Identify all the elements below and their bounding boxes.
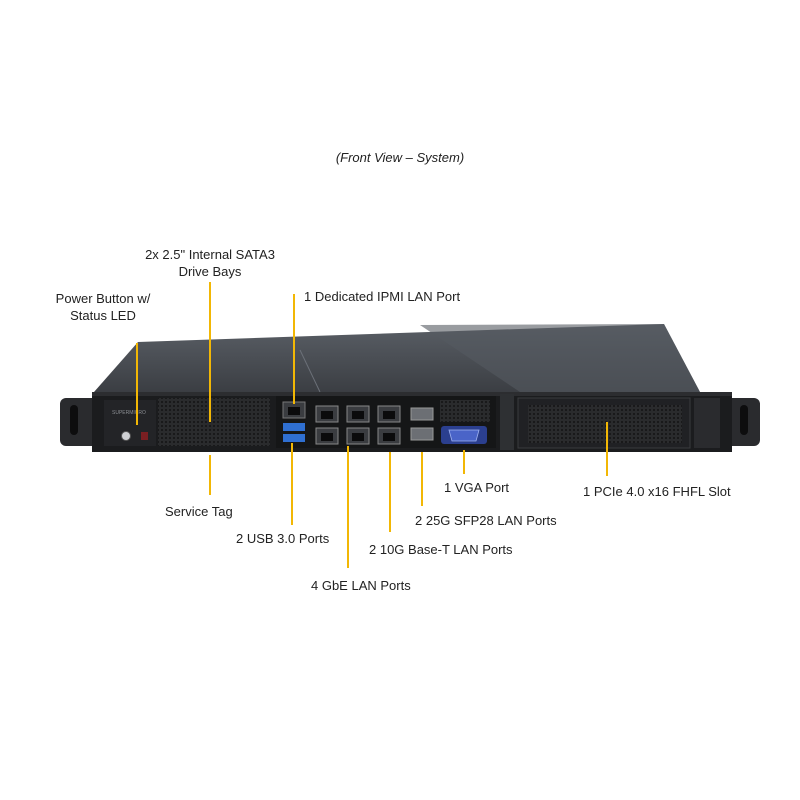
label-pcie-slot: 1 PCIe 4.0 x16 FHFL Slot	[583, 484, 731, 499]
label-gbe-ports: 4 GbE LAN Ports	[311, 578, 411, 593]
vga-port	[448, 429, 480, 442]
label-10g-ports: 2 10G Base-T LAN Ports	[369, 542, 513, 557]
rj45-port-grid	[315, 405, 401, 445]
label-drive-bays-line2: Drive Bays	[178, 264, 242, 279]
drive-bay-vent	[158, 398, 270, 446]
leader-line-pcie	[606, 422, 608, 476]
leader-line-gbe	[347, 446, 349, 568]
label-power-button: Power Button w/ Status LED	[45, 290, 161, 324]
usb-port-1	[283, 423, 305, 431]
label-power-line2: Status LED	[70, 308, 136, 323]
leader-line-10g	[389, 452, 391, 532]
status-led	[141, 432, 148, 440]
label-drive-bays-line1: 2x 2.5" Internal SATA3	[145, 247, 275, 262]
leader-line-ipmi	[293, 294, 295, 404]
leader-line-power	[136, 343, 138, 425]
label-power-line1: Power Button w/	[55, 291, 151, 306]
svg-text:SUPERMICRO: SUPERMICRO	[112, 410, 146, 416]
label-drive-bays: 2x 2.5" Internal SATA3 Drive Bays	[135, 246, 285, 280]
sfp28-port-1	[410, 407, 434, 421]
leader-line-service-tag	[209, 455, 211, 495]
leader-line-sfp28	[421, 452, 423, 506]
sfp28-port-2	[410, 427, 434, 441]
label-sfp28-ports: 2 25G SFP28 LAN Ports	[415, 513, 557, 528]
label-usb-ports: 2 USB 3.0 Ports	[236, 531, 330, 546]
power-button	[121, 431, 131, 441]
leader-line-vga	[463, 450, 465, 474]
figure-caption: (Front View – System)	[335, 150, 465, 165]
leader-line-drive-bays	[209, 282, 211, 422]
usb-port-2	[283, 434, 305, 442]
label-vga-port: 1 VGA Port	[444, 480, 510, 495]
label-ipmi-port: 1 Dedicated IPMI LAN Port	[304, 289, 461, 304]
leader-line-usb	[291, 443, 293, 525]
label-service-tag: Service Tag	[165, 504, 233, 519]
